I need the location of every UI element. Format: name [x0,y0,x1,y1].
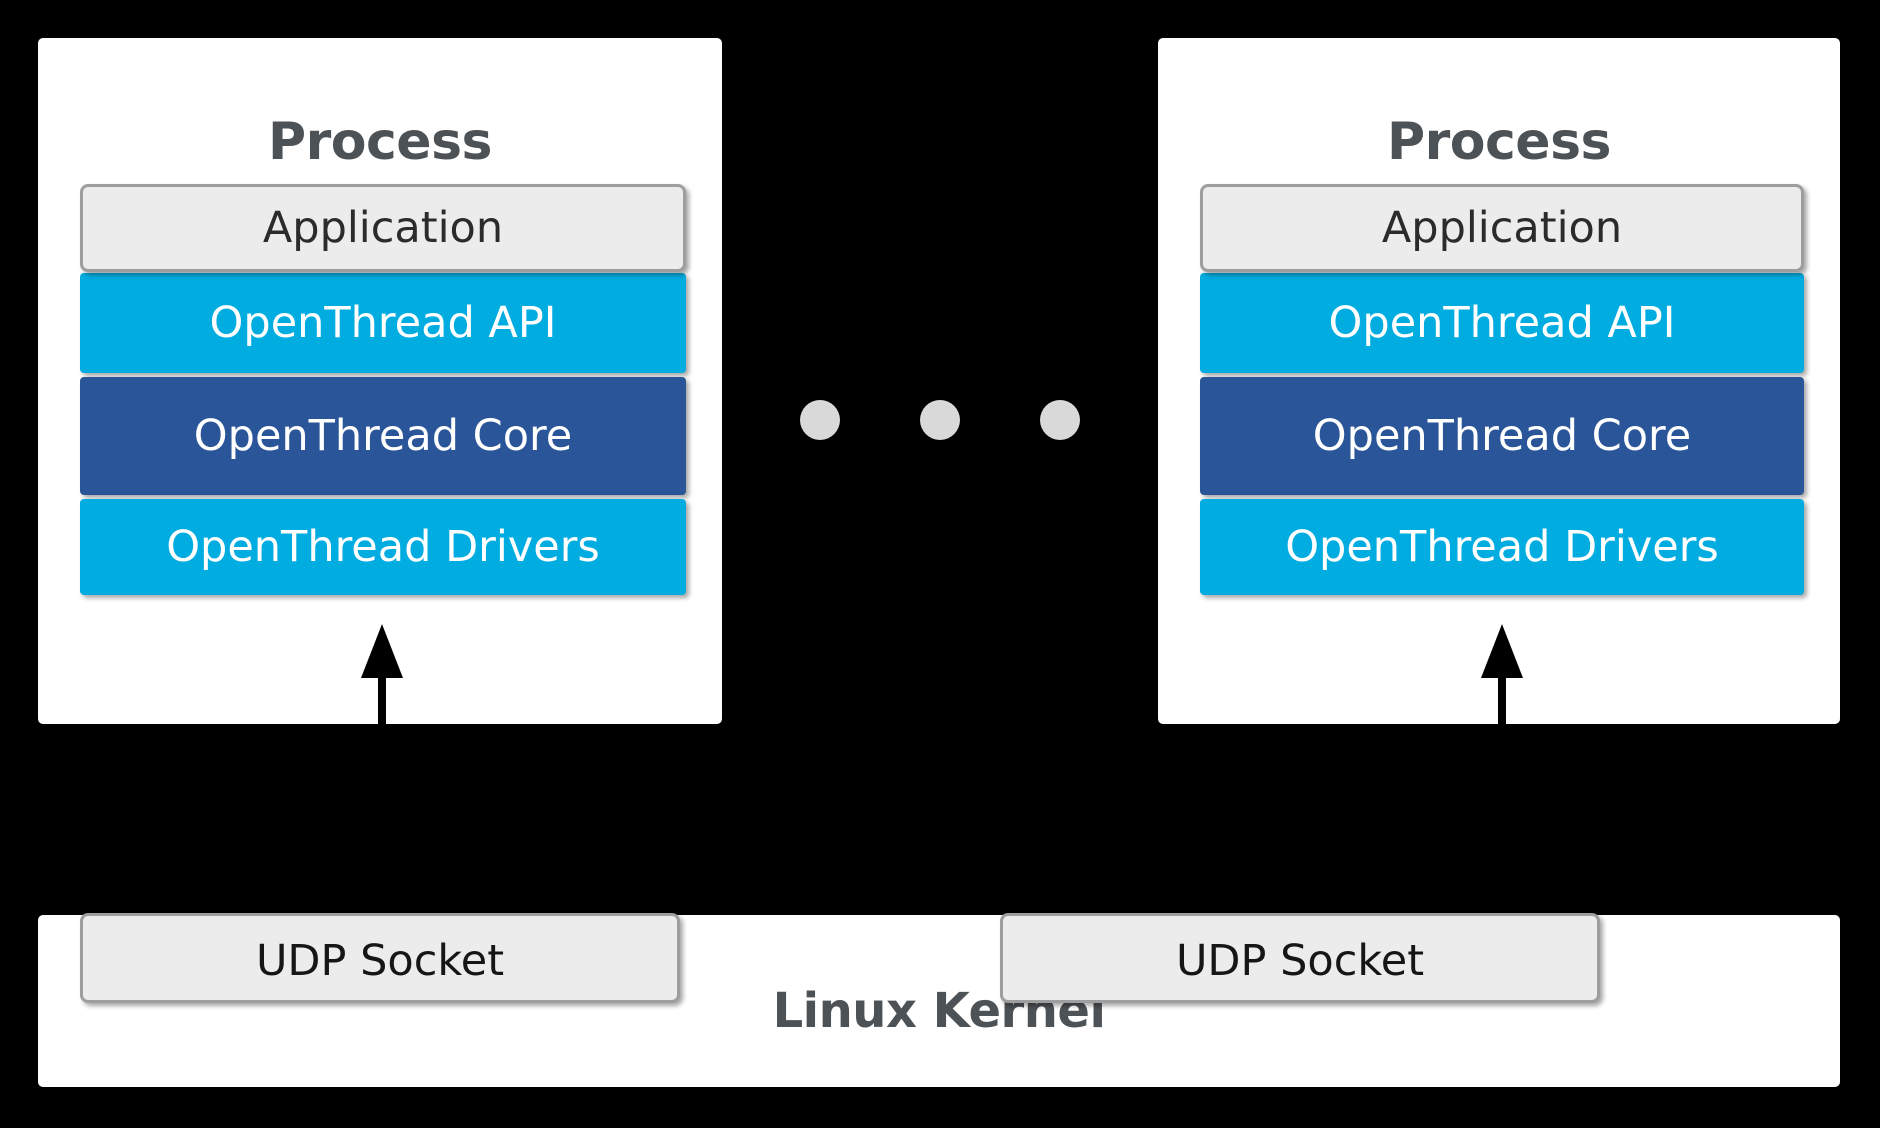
layer-openthread-drivers-left: OpenThread Drivers [80,499,686,595]
arrow-up-icon-left [361,624,403,754]
layer-stack-left: Application OpenThread API OpenThread Co… [80,184,686,595]
kernel-card: Linux Kernel UDP Socket UDP Socket [38,913,1840,1087]
udp-socket-right: UDP Socket [1000,913,1600,1003]
layer-stack-right: Application OpenThread API OpenThread Co… [1200,184,1804,595]
ellipsis-dot-icon [800,400,840,440]
layer-openthread-api-right: OpenThread API [1200,273,1804,373]
layer-openthread-api-left: OpenThread API [80,273,686,373]
ellipsis-dot-icon [920,400,960,440]
process-card-right: Process Application OpenThread API OpenT… [1158,38,1840,724]
layer-openthread-core-left: OpenThread Core [80,377,686,495]
layer-application-right: Application [1200,184,1804,272]
udp-socket-left: UDP Socket [80,913,680,1003]
process-card-left: Process Application OpenThread API OpenT… [38,38,722,724]
process-title-right: Process [1387,112,1611,172]
layer-openthread-core-right: OpenThread Core [1200,377,1804,495]
ellipsis-dot-icon [1040,400,1080,440]
process-title-left: Process [268,112,492,172]
layer-application-left: Application [80,184,686,272]
ellipsis-dots [800,397,1080,443]
layer-openthread-drivers-right: OpenThread Drivers [1200,499,1804,595]
arrow-up-icon-right [1481,624,1523,754]
